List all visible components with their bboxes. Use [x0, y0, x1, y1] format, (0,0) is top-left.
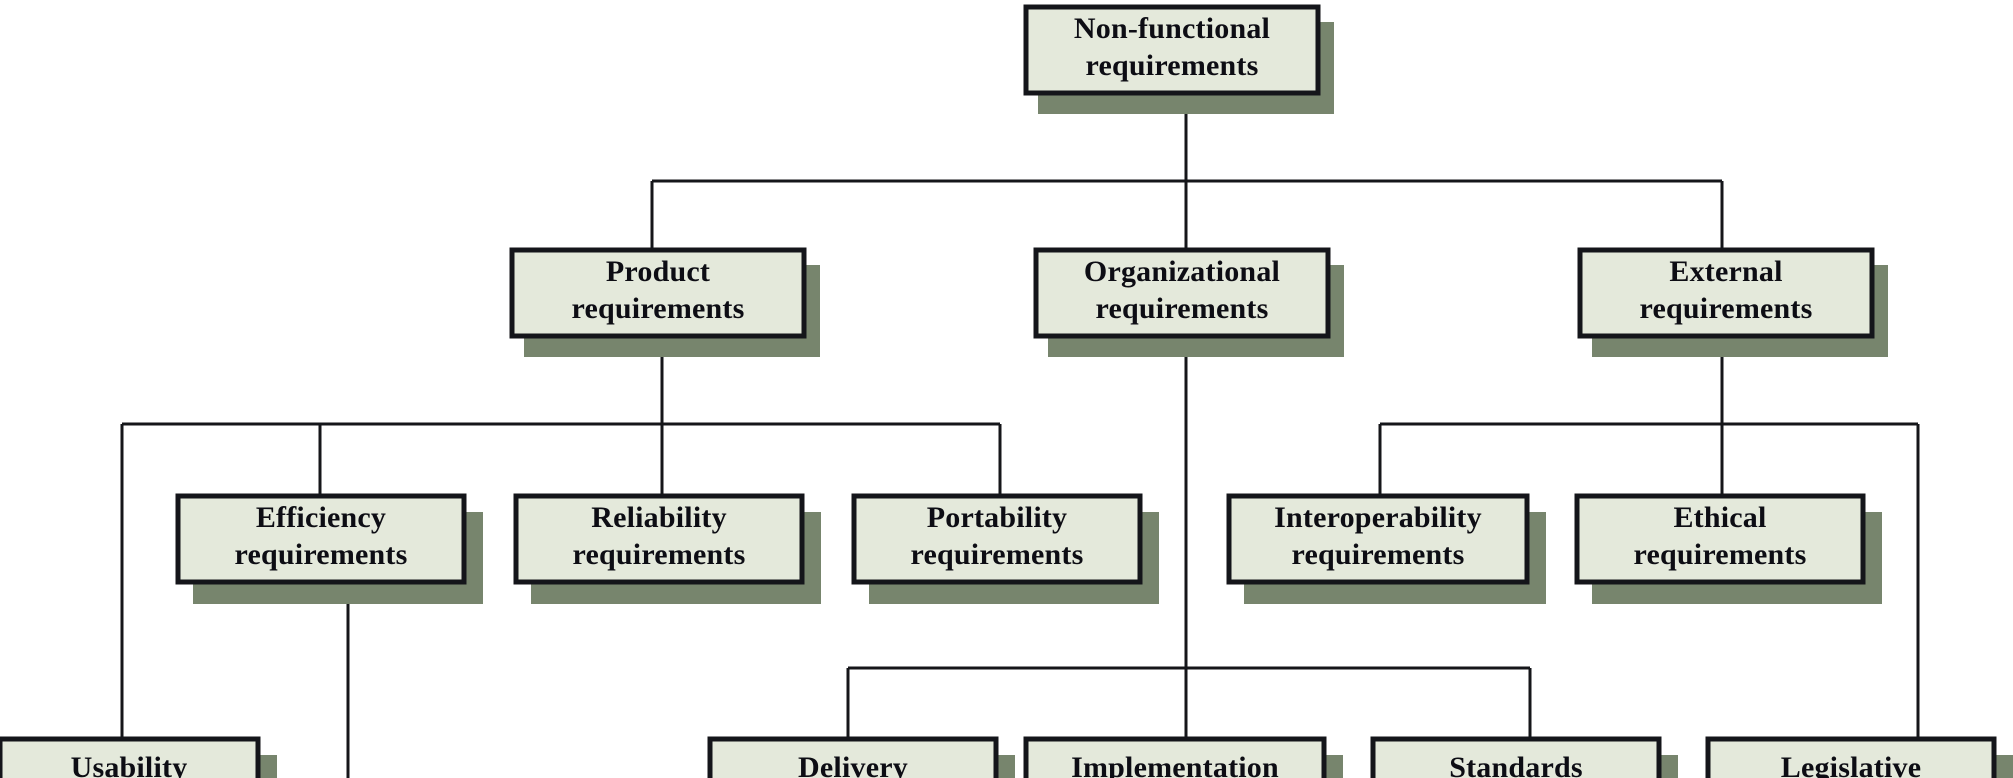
node-fill — [854, 496, 1140, 582]
node-fill — [1577, 496, 1863, 582]
node-label-line1: Legislative — [1781, 751, 1922, 778]
node-border — [707, 736, 999, 778]
node-border — [0, 736, 261, 778]
node-label-line1: Non-functional — [1074, 12, 1270, 45]
node-label-line1: Standards — [1449, 751, 1583, 778]
node-label-line2: requirements — [1640, 292, 1813, 325]
node-label-line2: requirements — [1634, 538, 1807, 571]
node-label-line1: External — [1669, 255, 1782, 288]
node-standards[interactable]: Standards — [1370, 736, 1678, 778]
node-fill — [1026, 739, 1324, 778]
node-interoperability-requirements[interactable]: Interoperability requirements — [1226, 493, 1546, 604]
node-label-line1: Portability — [927, 501, 1068, 534]
node-border — [1577, 247, 1875, 339]
node-label-line1: Ethical — [1673, 501, 1766, 534]
node-fill — [1708, 739, 1994, 778]
node-fill — [516, 496, 802, 582]
node-label-line1: Reliability — [591, 501, 727, 534]
node-label-line2: requirements — [235, 538, 408, 571]
node-efficiency-requirements[interactable]: Efficiency requirements — [175, 493, 483, 604]
node-implementation[interactable]: Implementation — [1023, 736, 1343, 778]
node-fill — [1580, 250, 1872, 336]
node-ethical-requirements[interactable]: Ethical requirements — [1574, 493, 1882, 604]
node-label-line1: Usability — [71, 751, 188, 778]
node-usability[interactable]: Usability — [0, 736, 277, 778]
connector-group — [120, 92, 1920, 778]
node-fill — [1373, 739, 1659, 778]
node-label-line2: requirements — [911, 538, 1084, 571]
node-fill — [1036, 250, 1328, 336]
node-border — [851, 493, 1143, 585]
node-border — [1705, 736, 1997, 778]
node-border — [1226, 493, 1530, 585]
node-label-line2: requirements — [572, 292, 745, 325]
node-label-line2: requirements — [1096, 292, 1269, 325]
node-label-line1: Efficiency — [256, 501, 386, 534]
node-fill — [178, 496, 464, 582]
node-border — [509, 247, 807, 339]
node-product-requirements[interactable]: Product requirements — [509, 247, 820, 357]
node-border — [513, 493, 805, 585]
node-border — [1023, 736, 1327, 778]
node-label-line2: requirements — [1292, 538, 1465, 571]
node-organizational-requirements[interactable]: Organizational requirements — [1033, 247, 1344, 357]
node-label-line1: Delivery — [798, 751, 908, 778]
node-border — [175, 493, 467, 585]
node-delivery[interactable]: Delivery — [707, 736, 1015, 778]
node-label-line2: requirements — [573, 538, 746, 571]
node-border — [1033, 247, 1331, 339]
node-fill — [0, 739, 258, 778]
node-border — [1574, 493, 1866, 585]
node-fill — [1026, 7, 1318, 93]
node-portability-requirements[interactable]: Portability requirements — [851, 493, 1159, 604]
node-label-line1: Product — [606, 255, 710, 288]
node-fill — [710, 739, 996, 778]
node-fill — [1229, 496, 1527, 582]
node-external-requirements[interactable]: External requirements — [1577, 247, 1888, 357]
node-label-line1: Interoperability — [1274, 501, 1482, 534]
node-border — [1370, 736, 1662, 778]
node-non-functional-requirements[interactable]: Non-functional requirements — [1023, 4, 1334, 114]
node-label-line1: Implementation — [1071, 751, 1279, 778]
node-label-line1: Organizational — [1084, 255, 1280, 288]
node-legislative[interactable]: Legislative — [1705, 736, 2013, 778]
node-border — [1023, 4, 1321, 96]
node-label-line2: requirements — [1086, 49, 1259, 82]
node-fill — [512, 250, 804, 336]
node-reliability-requirements[interactable]: Reliability requirements — [513, 493, 821, 604]
